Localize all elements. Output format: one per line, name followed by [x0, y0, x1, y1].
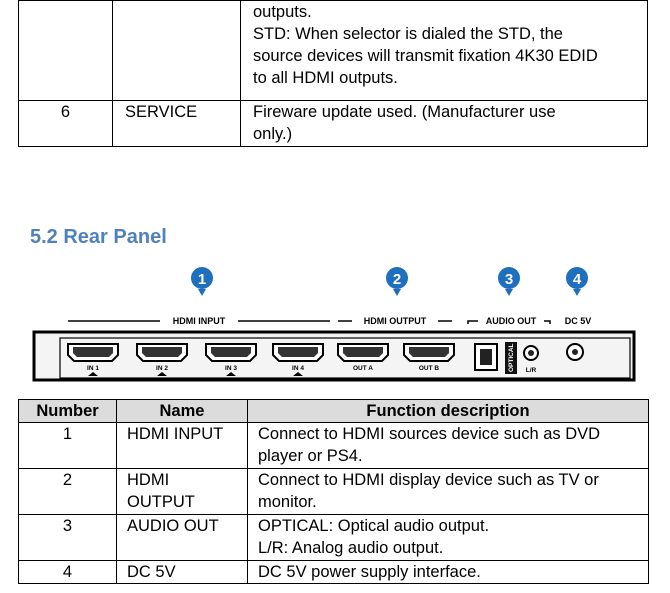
number-cell: 1	[18, 422, 117, 469]
name-line: DC 5V	[127, 563, 176, 581]
description-line: Fireware update used. (Manufacturer use	[253, 103, 556, 121]
name-cell: SERVICE	[112, 100, 241, 147]
port-label: IN 3	[225, 365, 237, 372]
description-cell: outputs. STD: When selector is dialed th…	[240, 0, 648, 101]
name-line: HDMI	[127, 471, 170, 489]
description-cell: Connect to HDMI sources device such as D…	[247, 422, 649, 469]
description-line: OPTICAL: Optical audio output.	[258, 517, 490, 535]
name-cell: AUDIO OUT	[116, 514, 248, 561]
column-header: Number	[18, 399, 117, 423]
hdmi-port-icon	[205, 343, 257, 362]
hdmi-port-icon	[337, 343, 389, 362]
optical-label: OPTICAL	[508, 343, 515, 372]
description-line: only.)	[253, 125, 293, 143]
table-row: 4 DC 5V DC 5V power supply interface.	[18, 560, 649, 584]
svg-text:1: 1	[198, 271, 206, 288]
description-cell: OPTICAL: Optical audio output. L/R: Anal…	[247, 514, 649, 561]
callout-marker: 1	[191, 267, 213, 296]
description-cell: DC 5V power supply interface.	[247, 560, 649, 584]
group-label: HDMI OUTPUT	[364, 316, 427, 326]
table-row: 2 HDMI OUTPUT Connect to HDMI display de…	[18, 468, 649, 515]
group-label: AUDIO OUT	[486, 316, 537, 326]
port-label: IN 4	[292, 365, 304, 372]
description-line: player or PS4.	[258, 447, 363, 465]
section-heading: 5.2 Rear Panel	[30, 226, 167, 248]
group-label: DC 5V	[565, 316, 592, 326]
function-table: Number Name Function description 1 HDMI …	[18, 399, 649, 584]
svg-text:3: 3	[505, 271, 513, 288]
name-line: OUTPUT	[127, 493, 195, 511]
rear-panel-diagram: 1 2 3 4 HDMI INPUT HDMI OUTPUT AUDIO OUT…	[32, 267, 636, 382]
description-line: monitor.	[258, 493, 317, 511]
name-cell	[112, 0, 241, 101]
port-label: IN 1	[87, 365, 99, 372]
column-header: Name	[116, 399, 248, 423]
function-table-continued: outputs. STD: When selector is dialed th…	[18, 0, 648, 147]
port-label: OUT B	[419, 365, 440, 372]
name-cell: DC 5V	[116, 560, 248, 584]
description-line: Connect to HDMI display device such as T…	[258, 471, 599, 489]
svg-text:4: 4	[573, 271, 582, 288]
port-label: OUT A	[353, 365, 373, 372]
table-row: 3 AUDIO OUT OPTICAL: Optical audio outpu…	[18, 514, 649, 561]
description-line: outputs.	[253, 3, 312, 21]
hdmi-port-icon	[136, 343, 188, 362]
description-line: to all HDMI outputs.	[253, 69, 398, 87]
group-label: HDMI INPUT	[173, 316, 226, 326]
description-cell: Fireware update used. (Manufacturer use …	[240, 100, 648, 147]
callout-marker: 2	[386, 267, 408, 296]
callout-marker: 3	[498, 267, 520, 296]
description-line: Connect to HDMI sources device such as D…	[258, 425, 601, 443]
callout-marker: 4	[566, 267, 588, 296]
table-row: 6 SERVICE Fireware update used. (Manufac…	[18, 100, 648, 147]
hdmi-port-icon	[403, 343, 455, 362]
description-line: source devices will transmit fixation 4K…	[253, 47, 598, 65]
column-header: Function description	[247, 399, 649, 423]
name-line: HDMI INPUT	[127, 425, 224, 443]
lr-label: L/R	[526, 367, 537, 374]
name-line: AUDIO OUT	[127, 517, 219, 535]
name-cell: HDMI INPUT	[116, 422, 248, 469]
description-line: L/R: Analog audio output.	[258, 539, 444, 557]
table-row: 1 HDMI INPUT Connect to HDMI sources dev…	[18, 422, 649, 469]
description-line: STD: When selector is dialed the STD, th…	[253, 25, 563, 43]
svg-text:2: 2	[393, 271, 401, 288]
description-cell: Connect to HDMI display device such as T…	[247, 468, 649, 515]
description-line: DC 5V power supply interface.	[258, 563, 481, 581]
number-cell: 6	[18, 100, 113, 147]
number-cell: 2	[18, 468, 117, 515]
number-cell: 4	[18, 560, 117, 584]
number-cell: 3	[18, 514, 117, 561]
table-header-row: Number Name Function description	[18, 399, 649, 423]
device-body	[32, 330, 636, 382]
hdmi-port-icon	[67, 343, 119, 362]
table-row: outputs. STD: When selector is dialed th…	[18, 0, 648, 101]
name-cell: HDMI OUTPUT	[116, 468, 248, 515]
number-cell	[18, 0, 113, 101]
port-label: IN 2	[156, 365, 168, 372]
hdmi-port-icon	[272, 343, 324, 362]
